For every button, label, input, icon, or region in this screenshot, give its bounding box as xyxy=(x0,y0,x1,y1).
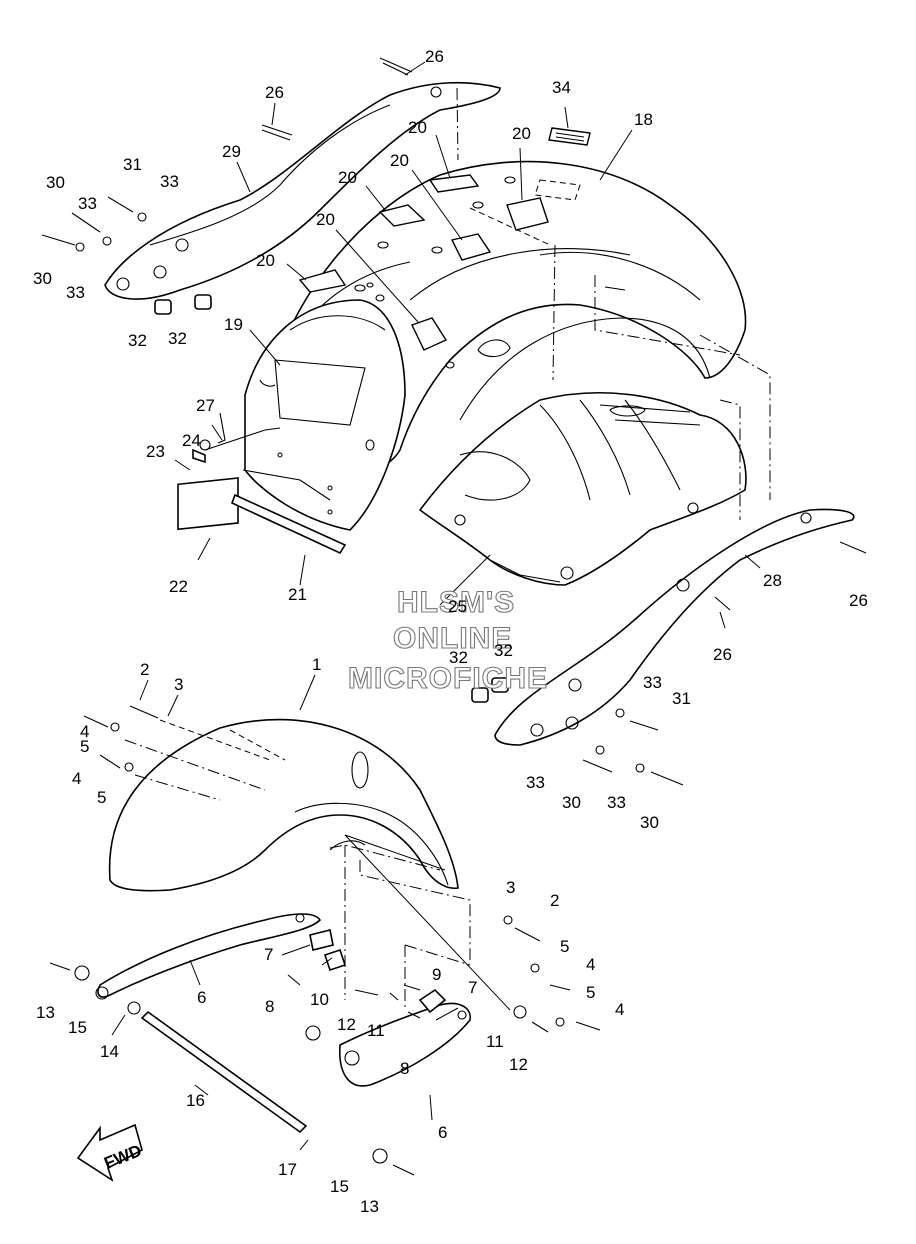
callout-17: 17 xyxy=(278,1160,297,1179)
callout-2: 2 xyxy=(550,891,559,910)
callout-4: 4 xyxy=(80,722,89,741)
callout-12: 12 xyxy=(337,1015,356,1034)
callout-5: 5 xyxy=(586,983,595,1002)
callout-31: 31 xyxy=(672,689,691,708)
callout-28: 28 xyxy=(763,571,782,590)
callout-14: 14 xyxy=(100,1042,119,1061)
callout-30: 30 xyxy=(46,173,65,192)
small-hardware xyxy=(41,57,867,1176)
callout-33: 33 xyxy=(607,793,626,812)
callout-33: 33 xyxy=(526,773,545,792)
callout-12: 12 xyxy=(509,1055,528,1074)
front-fender-stay-right xyxy=(339,1002,471,1087)
callout-2: 2 xyxy=(140,660,149,679)
axle-rod xyxy=(140,1010,308,1134)
callout-33: 33 xyxy=(643,673,662,692)
fender-stay-right xyxy=(494,508,855,746)
callout-20: 20 xyxy=(256,251,275,270)
callout-21: 21 xyxy=(288,585,307,604)
callout-30: 30 xyxy=(640,813,659,832)
callout-7: 7 xyxy=(264,945,273,964)
callout-4: 4 xyxy=(586,955,595,974)
callout-5: 5 xyxy=(560,937,569,956)
callout-20: 20 xyxy=(316,210,335,229)
callout-4: 4 xyxy=(72,769,81,788)
callout-26: 26 xyxy=(713,645,732,664)
callout-19: 19 xyxy=(224,315,243,334)
callout-1: 1 xyxy=(312,655,321,674)
callout-13: 13 xyxy=(36,1003,55,1022)
callout-30: 30 xyxy=(33,269,52,288)
callout-15: 15 xyxy=(330,1177,349,1196)
callout-10: 10 xyxy=(310,990,329,1009)
callout-32: 32 xyxy=(449,648,468,667)
front-fender-stay-left xyxy=(95,913,322,1000)
callout-33: 33 xyxy=(160,172,179,191)
callout-4: 4 xyxy=(615,1000,624,1019)
front-fender xyxy=(108,718,459,892)
callout-3: 3 xyxy=(506,878,515,897)
callout-6: 6 xyxy=(197,988,206,1007)
callout-5: 5 xyxy=(97,788,106,807)
callout-32: 32 xyxy=(168,329,187,348)
callout-20: 20 xyxy=(512,124,531,143)
inner-rear-fender xyxy=(242,299,406,531)
callout-31: 31 xyxy=(123,155,142,174)
assembly-lines xyxy=(124,87,771,1010)
fender-stay-left xyxy=(104,81,501,300)
callout-6: 6 xyxy=(438,1123,447,1142)
callout-5: 5 xyxy=(80,737,89,756)
callout-30: 30 xyxy=(562,793,581,812)
callout-27: 27 xyxy=(196,396,215,415)
callout-29: 29 xyxy=(222,142,241,161)
callout-11: 11 xyxy=(367,1021,385,1040)
callout-13: 13 xyxy=(360,1197,379,1216)
callout-11: 11 xyxy=(486,1032,504,1051)
emblem-34 xyxy=(548,127,591,146)
callout-15: 15 xyxy=(68,1018,87,1037)
callout-26: 26 xyxy=(265,83,284,102)
callout-7: 7 xyxy=(468,978,477,997)
callout-8: 8 xyxy=(265,997,274,1016)
callout-18: 18 xyxy=(634,110,653,129)
watermark-line-3: MICROFICHE xyxy=(348,662,548,695)
callout-20: 20 xyxy=(338,168,357,187)
watermark: HLSM'S ONLINE MICROFICHE xyxy=(347,585,548,695)
callout-33: 33 xyxy=(78,194,97,213)
callout-16: 16 xyxy=(186,1091,205,1110)
rear-fender-support xyxy=(418,392,747,586)
callout-8: 8 xyxy=(400,1059,409,1078)
callout-34: 34 xyxy=(552,78,571,97)
watermark-line-2: ONLINE xyxy=(393,622,512,655)
callout-32: 32 xyxy=(494,641,513,660)
rear-fender-pads xyxy=(298,174,549,351)
callout-22: 22 xyxy=(169,577,188,596)
callout-32: 32 xyxy=(128,331,147,350)
callout-26: 26 xyxy=(849,591,868,610)
callout-25: 25 xyxy=(448,597,467,616)
callout-20: 20 xyxy=(390,151,409,170)
callout-3: 3 xyxy=(174,675,183,694)
leader-lines xyxy=(111,61,761,1151)
callouts: 26 26 34 18 20 20 20 20 20 20 31 33 29 3… xyxy=(33,47,868,1216)
watermark-line-1: HLSM'S xyxy=(397,586,515,619)
fwd-arrow-icon: FWD xyxy=(76,1123,144,1182)
callout-33: 33 xyxy=(66,283,85,302)
callout-26: 26 xyxy=(425,47,444,66)
callout-24: 24 xyxy=(182,431,201,450)
callout-9: 9 xyxy=(432,965,441,984)
callout-23: 23 xyxy=(146,442,165,461)
callout-20: 20 xyxy=(408,118,427,137)
